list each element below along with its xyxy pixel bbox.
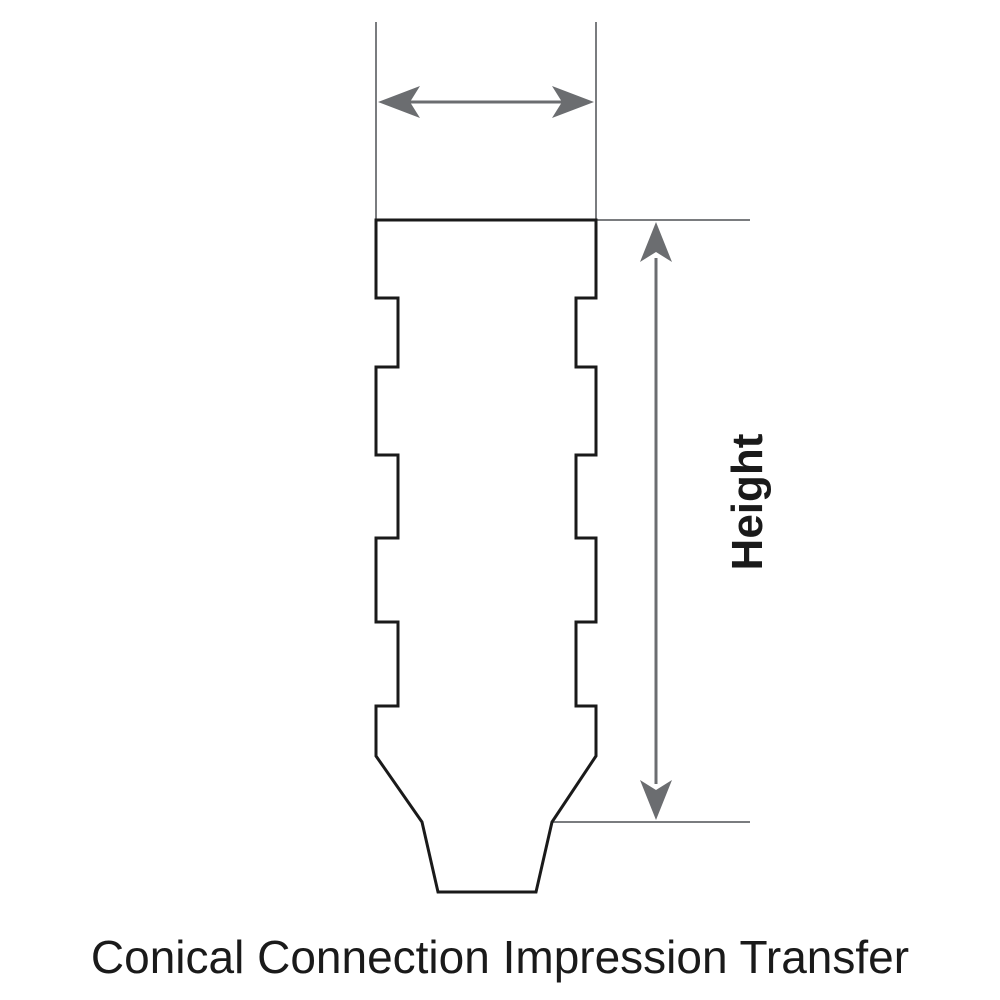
height-label: Height	[723, 433, 772, 570]
width-dimension-arrow-icon	[378, 86, 594, 118]
caption-title: Conical Connection Impression Transfer	[90, 931, 910, 983]
impression-transfer-outline	[374, 218, 598, 894]
height-dimension-arrow-icon	[640, 222, 672, 820]
